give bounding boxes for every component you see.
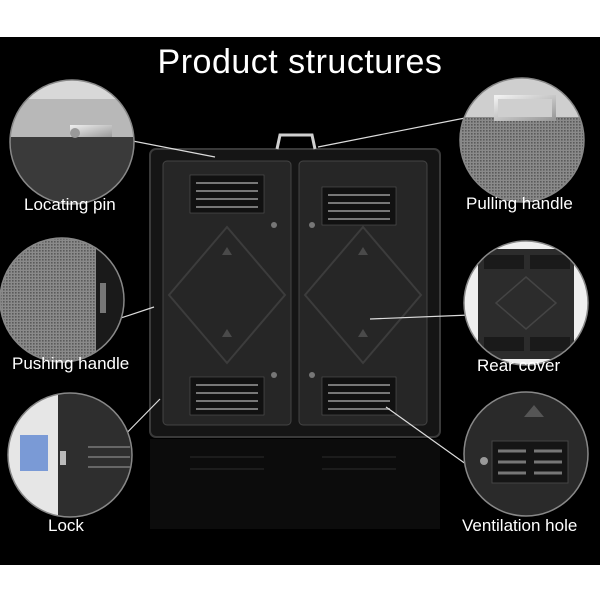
detail-rear-cover: [463, 240, 589, 366]
label-rear-cover: Rear cover: [477, 356, 561, 375]
label-locating-pin: Locating pin: [24, 195, 116, 214]
cabinet-illustration: [0, 77, 589, 529]
detail-pushing-handle: [0, 237, 125, 363]
detail-locating-pin: [9, 79, 135, 205]
detail-ventilation-hole: [463, 391, 589, 517]
detail-pulling-handle: [459, 77, 585, 203]
label-lock: Lock: [48, 516, 84, 535]
label-pushing-handle: Pushing handle: [12, 354, 130, 373]
label-ventilation-hole: Ventilation hole: [462, 516, 578, 535]
product-structures-panel: Product structures Locating pin Pushing …: [0, 37, 600, 565]
label-pulling-handle: Pulling handle: [466, 194, 573, 213]
detail-lock: [7, 392, 133, 518]
cabinet-rear-view: [149, 133, 441, 529]
page-title: Product structures: [157, 43, 443, 81]
